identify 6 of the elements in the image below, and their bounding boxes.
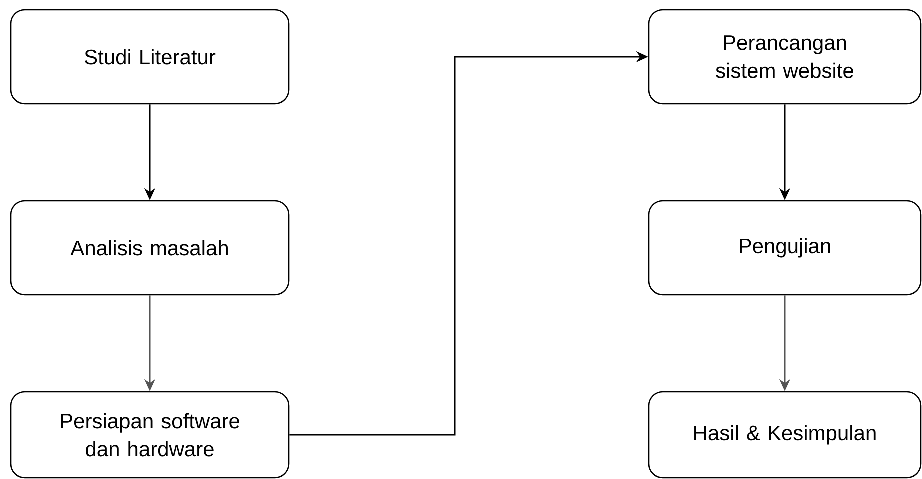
process-box: Studi Literatur <box>10 9 290 105</box>
process-box: Persiapan software dan hardware <box>10 391 290 479</box>
process-box: Perancangan sistem website <box>648 9 922 105</box>
process-box: Analisis masalah <box>10 200 290 296</box>
process-box: Pengujian <box>648 200 922 296</box>
process-box: Hasil & Kesimpulan <box>648 391 922 479</box>
